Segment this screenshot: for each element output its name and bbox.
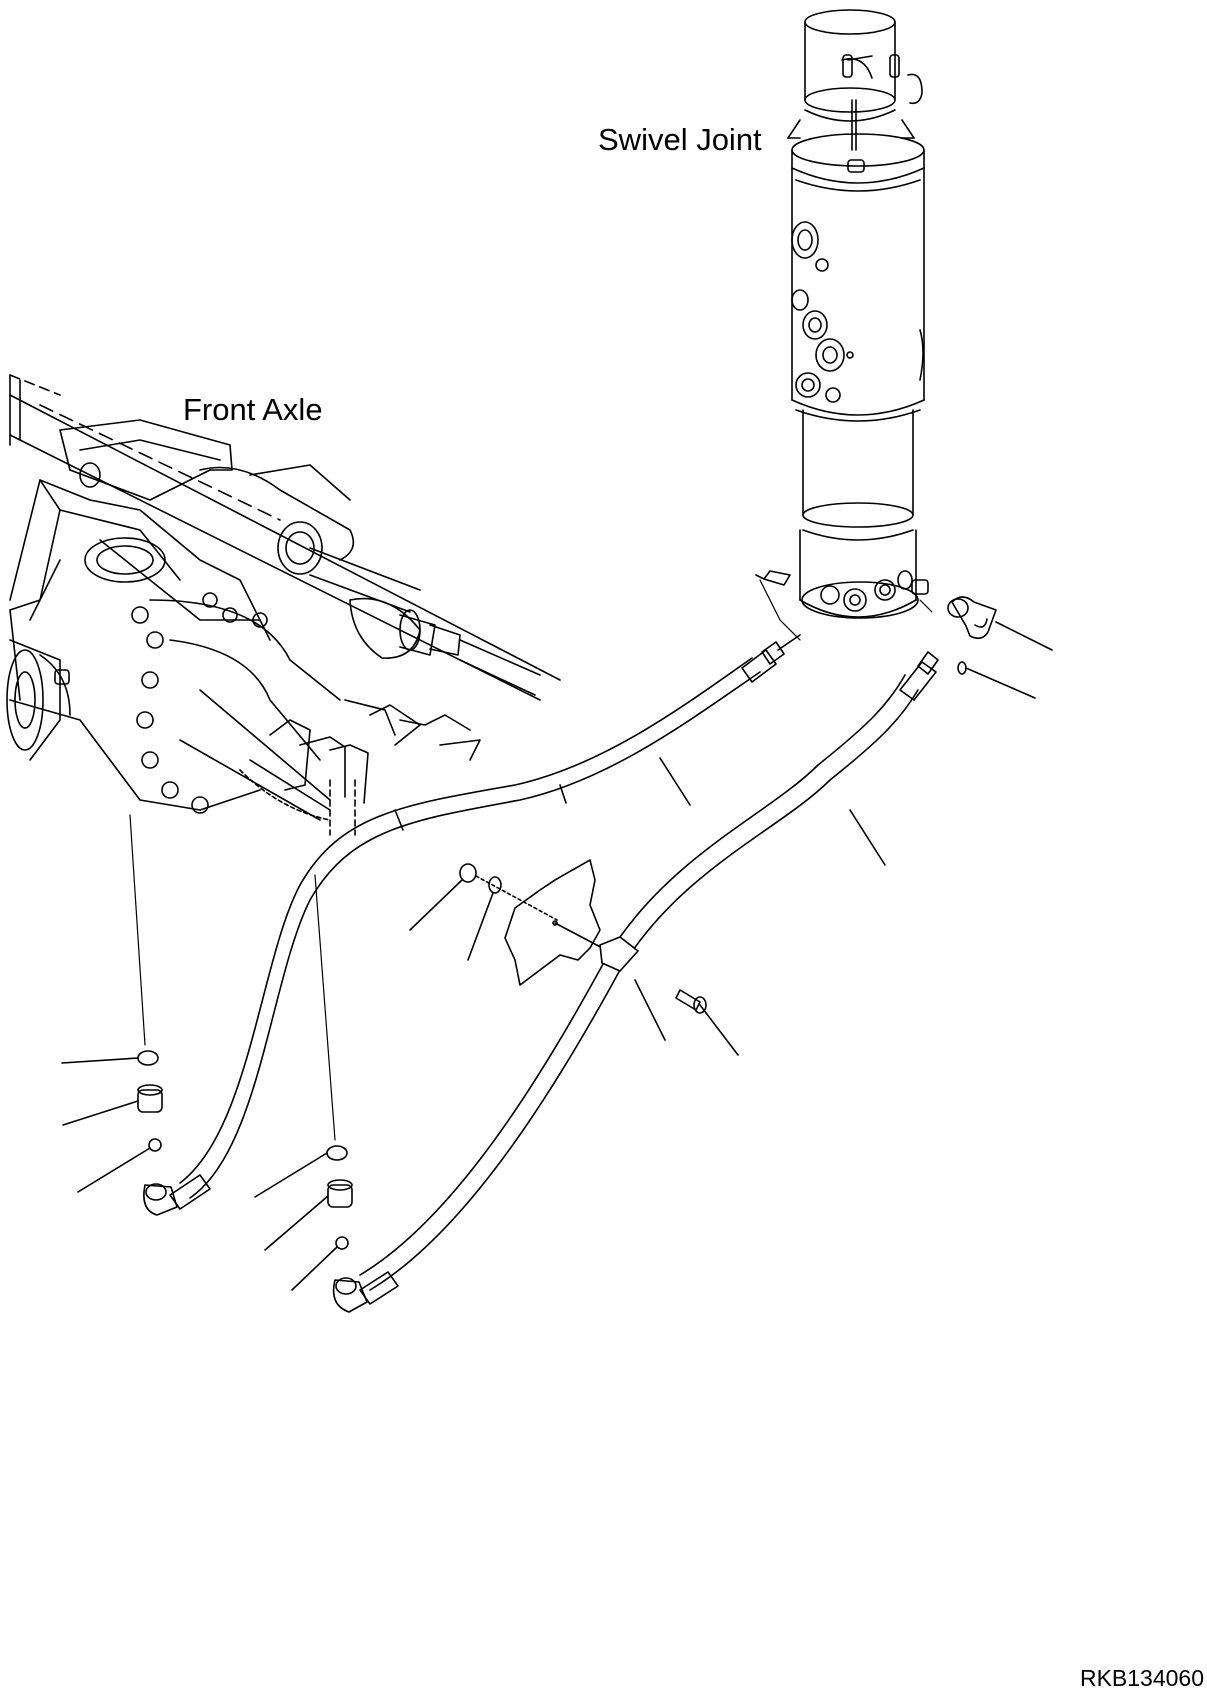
axle-leader-lines	[130, 815, 335, 1140]
fittings-left-group	[62, 1051, 177, 1215]
connection-lines	[760, 580, 932, 640]
hose-2	[360, 652, 938, 1304]
elbow-fitting-right	[948, 597, 1052, 698]
hose-1	[170, 635, 800, 1209]
fittings-middle-group	[255, 1146, 367, 1312]
clamp-plate	[410, 860, 738, 1055]
drawing-code: RKB134060	[1079, 1665, 1204, 1691]
front-axle-label: Front Axle	[183, 392, 323, 427]
front-axle-assembly	[7, 375, 560, 835]
swivel-joint-label: Swivel Joint	[598, 122, 762, 157]
swivel-joint-assembly	[756, 10, 928, 618]
